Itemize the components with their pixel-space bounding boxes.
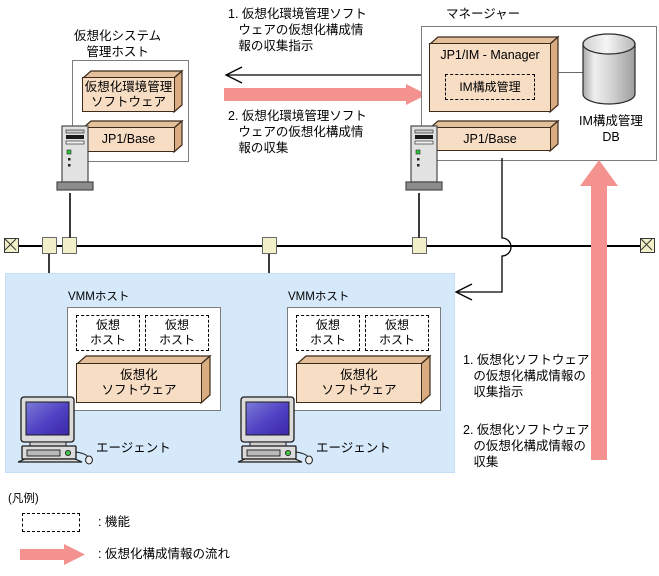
server-tower-icon bbox=[56, 125, 94, 191]
instruction-arrow-left-icon bbox=[224, 66, 422, 84]
virtual-host-1a: 仮想 ホスト bbox=[76, 315, 140, 351]
server-tower-icon-manager bbox=[405, 125, 443, 191]
drop-line-manager bbox=[418, 193, 420, 238]
box-3d-top-face bbox=[81, 119, 184, 154]
component-jp1-im-manager: JP1/IM - Manager IM構成管理 bbox=[428, 35, 560, 114]
component-label: 仮想化 ソフトウェア bbox=[76, 363, 202, 403]
legend-dashed-box-icon bbox=[22, 513, 80, 532]
vm-host-title: 仮想化システム 管理ホスト bbox=[74, 29, 162, 59]
terminator-x-icon bbox=[4, 238, 17, 251]
database-label: IM構成管理 DB bbox=[579, 114, 643, 144]
component-virtualization-software-1: 仮想化 ソフトウェア bbox=[75, 354, 212, 405]
manager-title: マネージャー bbox=[446, 7, 521, 21]
component-virtualization-env-mgmt-software: 仮想化環境管理 ソフトウェア bbox=[81, 69, 184, 114]
db-connector-line bbox=[558, 72, 588, 74]
bus-terminator-right bbox=[640, 238, 655, 253]
manager-to-vmm-instruction-path bbox=[454, 158, 512, 301]
database-cylinder-icon bbox=[582, 33, 636, 105]
legend-item-0-text: : 機能 bbox=[98, 515, 130, 529]
bus-tap-agent1 bbox=[42, 237, 57, 254]
agent-pc-icon-1 bbox=[17, 396, 93, 465]
component-jp1-base-vm-host: JP1/Base bbox=[81, 119, 184, 154]
flow-right-step1-text: 1. 仮想化ソフトウェア の仮想化構成情報の 収集指示 bbox=[463, 353, 590, 399]
virtual-host-1b: 仮想 ホスト bbox=[145, 315, 209, 351]
flow-arrow-up-icon bbox=[580, 160, 618, 460]
box-3d-top-face bbox=[428, 119, 560, 153]
agent-label-1: エージェント bbox=[96, 441, 171, 455]
vmm-host-2-title: VMMホスト bbox=[288, 291, 350, 303]
component-label: JP1/Base bbox=[429, 127, 551, 151]
virtual-host-2a: 仮想 ホスト bbox=[296, 315, 360, 351]
network-bus-line bbox=[14, 245, 645, 247]
bus-terminator-left bbox=[4, 238, 19, 253]
bus-tap-vm-host bbox=[62, 237, 77, 254]
flow-arrow-right-icon bbox=[224, 84, 427, 105]
legend-red-arrow-icon bbox=[20, 544, 85, 565]
flow-top-step1-text: 1. 仮想化環境管理ソフト ウェアの仮想化構成情 報の収集指示 bbox=[228, 7, 367, 53]
virtual-host-2b: 仮想 ホスト bbox=[365, 315, 429, 351]
component-label: 仮想化 ソフトウェア bbox=[296, 363, 422, 403]
component-virtualization-software-2: 仮想化 ソフトウェア bbox=[295, 354, 432, 405]
bus-tap-manager bbox=[412, 237, 427, 254]
drop-line-vm-host bbox=[69, 193, 71, 238]
vmm-host-1-title: VMMホスト bbox=[68, 291, 130, 303]
component-jp1-base-manager: JP1/Base bbox=[428, 119, 560, 153]
component-label: JP1/Base bbox=[82, 127, 175, 152]
component-label: 仮想化環境管理 ソフトウェア bbox=[82, 77, 175, 112]
legend-title: (凡例) bbox=[8, 493, 39, 505]
function-im-configuration-management: IM構成管理 bbox=[445, 74, 535, 100]
flow-right-step2-text: 2. 仮想化ソフトウェア の仮想化構成情報の 収集 bbox=[463, 423, 590, 469]
terminator-x-icon bbox=[640, 238, 653, 251]
agent-label-2: エージェント bbox=[316, 441, 391, 455]
component-label: JP1/IM - Manager bbox=[440, 48, 540, 62]
bus-tap-agent2 bbox=[262, 237, 277, 254]
box-3d-top-face bbox=[81, 69, 184, 114]
agent-pc-icon-2 bbox=[237, 396, 313, 465]
flow-top-step2-text: 2. 仮想化環境管理ソフト ウェアの仮想化構成情 報の収集 bbox=[228, 109, 367, 155]
legend-item-1-text: : 仮想化構成情報の流れ bbox=[98, 547, 230, 561]
